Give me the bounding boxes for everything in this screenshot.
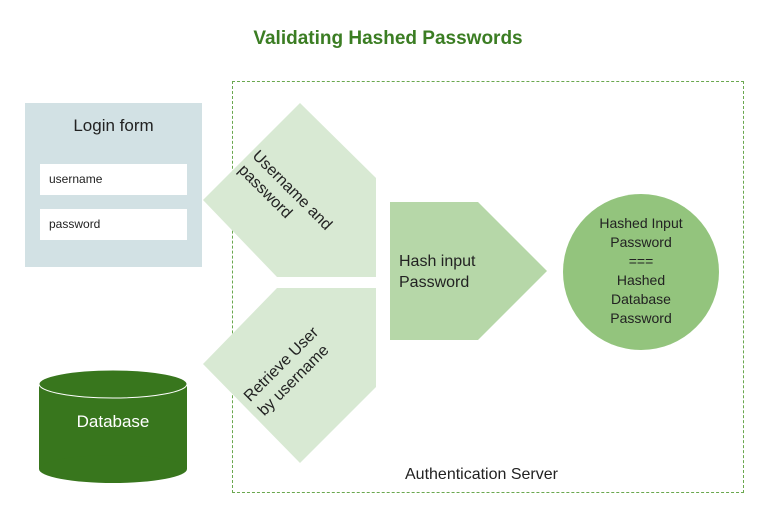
login-form-title: Login form [73, 116, 154, 135]
comparison-line: === [628, 253, 654, 269]
retrieve-user-arrow [203, 288, 376, 463]
comparison-line: Hashed [616, 272, 666, 288]
password-field[interactable]: password [40, 209, 187, 240]
credentials-arrow [203, 103, 376, 277]
comparison-line: Password [610, 234, 672, 250]
database-icon [38, 369, 188, 483]
hash-input-label-line1: Hash input [399, 253, 476, 270]
hash-input-arrow [390, 202, 547, 340]
comparison-circle [563, 194, 719, 350]
comparison-label: Hashed Input Password === Hashed Databas… [563, 214, 719, 328]
comparison-line: Database [611, 291, 671, 307]
comparison-line: Password [610, 310, 672, 326]
database-label: Database [76, 412, 150, 431]
username-field[interactable]: username [40, 164, 187, 195]
diagram-title: Validating Hashed Passwords [253, 28, 523, 49]
authentication-server-boundary [232, 81, 744, 493]
authentication-server-label: Authentication Server [405, 466, 558, 483]
comparison-line: Hashed Input [599, 215, 683, 231]
login-form: Login form username password [25, 103, 202, 267]
hash-input-label-line2: Password [399, 274, 470, 291]
hash-input-label: Hash input Password [399, 251, 476, 293]
